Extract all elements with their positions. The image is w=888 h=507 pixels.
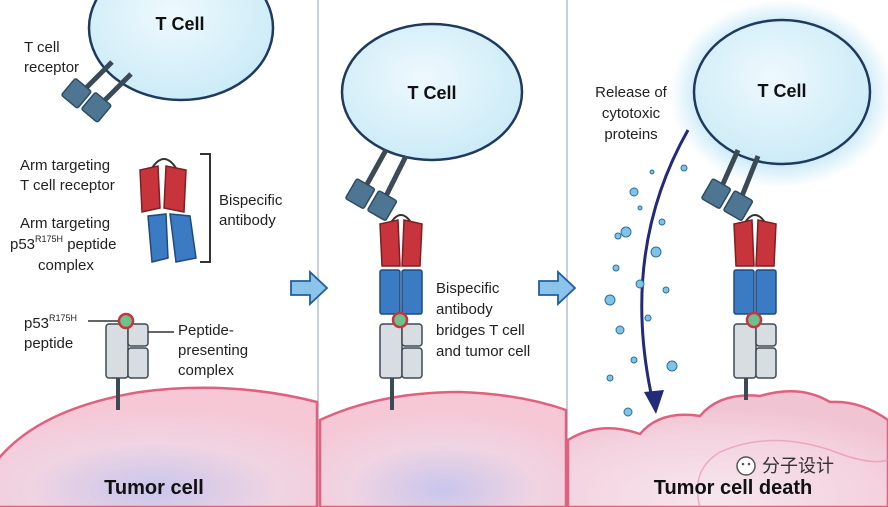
tumor-cell-2 — [318, 390, 568, 507]
release-label-line3: proteins — [604, 126, 657, 143]
panel-3: T Cell — [566, 0, 888, 507]
cytotoxic-granules — [604, 164, 688, 417]
granule — [662, 286, 670, 294]
granule — [649, 169, 655, 175]
bispecific-bracket — [200, 153, 211, 263]
peptide-presenting-complex-3 — [733, 311, 777, 400]
panel-2: T Cell Bispecific antibody bridges T cel… — [318, 22, 568, 507]
bispecific-antibody-2 — [379, 214, 423, 315]
step-arrow-2 — [538, 269, 577, 307]
watermark: 分子设计 — [736, 456, 834, 476]
release-label-line1: Release of — [595, 84, 668, 101]
bispecific-label-line2: antibody — [219, 212, 276, 229]
granule — [620, 226, 632, 238]
p53-peptide-3 — [745, 311, 763, 329]
t-cell-2 — [340, 22, 524, 162]
granule — [612, 264, 620, 272]
tumor-cell-1-title: Tumor cell — [104, 477, 204, 499]
tcr-label-line2: receptor — [24, 59, 79, 76]
granule — [606, 374, 614, 382]
tcr-label-line1: T cell — [24, 39, 60, 56]
granule — [604, 294, 616, 306]
release-label-line2: cytotoxic — [602, 105, 661, 122]
peptide-presenting-complex-2 — [379, 311, 423, 410]
bispecific-antibody-3 — [733, 214, 777, 315]
granule — [630, 356, 638, 364]
granule — [615, 325, 625, 335]
bridge-caption-line2: antibody — [436, 301, 493, 318]
granule — [629, 187, 639, 197]
bridge-caption-line3: bridges T cell — [436, 322, 525, 339]
arm-tcr-line1: Arm targeting — [20, 157, 110, 174]
bispecific-label-line1: Bispecific — [219, 192, 283, 209]
panel-1: T Cell T cell receptor Arm targeting T c… — [0, 0, 319, 507]
presenting-label-line3: complex — [178, 362, 234, 379]
granule — [623, 407, 633, 417]
p53-peptide-2 — [391, 311, 409, 329]
granule — [650, 246, 662, 258]
t-cell-3 — [692, 18, 872, 166]
granule — [637, 205, 643, 211]
release-arrow — [640, 129, 690, 399]
step-arrow-1 — [290, 269, 329, 307]
t-cell-receptor-2 — [345, 148, 409, 221]
arm-tcr-line2: T cell receptor — [20, 177, 115, 194]
bridge-caption-line4: and tumor cell — [436, 343, 530, 360]
granule — [666, 360, 678, 372]
presenting-label-line2: presenting — [178, 342, 248, 359]
bridge-caption-line1: Bispecific — [436, 280, 500, 297]
presenting-label-line1: Peptide- — [178, 322, 234, 339]
t-cell-receptor-3 — [701, 148, 761, 221]
granule — [658, 218, 666, 226]
release-arrow-head — [644, 390, 664, 414]
granule — [635, 279, 645, 289]
watermark-text: 分子设计 — [762, 456, 834, 476]
granule — [614, 232, 622, 240]
tumor-cell-1 — [0, 386, 319, 507]
tumor-cell-3-lobe — [696, 439, 888, 507]
tumor-cell-death-title: Tumor cell death — [654, 477, 813, 499]
bispecific-antibody-1 — [139, 158, 197, 263]
wechat-icon — [736, 456, 756, 476]
arm-pep-line1: Arm targeting — [20, 215, 110, 232]
p53-label-line2: peptide — [24, 335, 73, 352]
granule — [680, 164, 688, 172]
arm-pep-line2: p53R175H peptide — [10, 234, 116, 253]
t-cell-receptor-1 — [61, 60, 133, 123]
t-cell-2-title: T Cell — [407, 83, 456, 103]
p53-peptide-1 — [117, 312, 135, 330]
t-cell-1-title: T Cell — [155, 14, 204, 34]
t-cell-3-title: T Cell — [757, 81, 806, 101]
arm-pep-line3: complex — [38, 257, 94, 274]
granule — [644, 314, 652, 322]
peptide-presenting-complex-1 — [105, 312, 149, 410]
t-cell-1 — [87, 0, 275, 102]
p53-label-line1: p53R175H — [24, 313, 77, 332]
